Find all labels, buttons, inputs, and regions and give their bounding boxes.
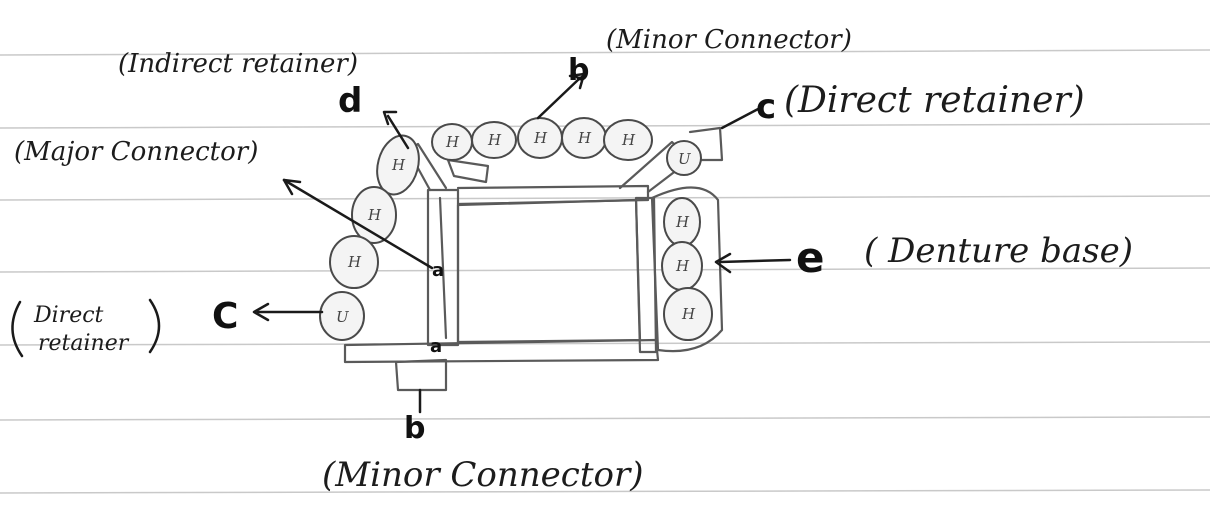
tooth-mark: H	[533, 129, 548, 147]
label-direct-retainer-right: (Direct retainer)	[784, 80, 1085, 121]
letter-d: d	[338, 81, 362, 121]
letter-a-upper: a	[432, 260, 444, 281]
label-direct-retainer-left-line1: Direct	[33, 303, 104, 328]
letter-e: e	[796, 233, 825, 282]
label-minor-connector-bottom: (Minor Connector)	[322, 455, 643, 495]
label-direct-retainer-left: Direct retainer	[12, 300, 159, 356]
tooth-mark: U	[336, 308, 350, 326]
tooth-mark: H	[445, 133, 460, 151]
tooth-mark: H	[675, 257, 690, 275]
label-major-connector: (Major Connector)	[14, 137, 258, 167]
upper-teeth-row: H H H H H	[432, 118, 652, 160]
tooth-mark: H	[391, 156, 406, 174]
tooth-mark: H	[681, 305, 696, 323]
letter-b-top: b	[568, 53, 589, 88]
label-minor-connector-top: (Minor Connector)	[606, 25, 852, 55]
tooth-mark: H	[621, 131, 636, 149]
tooth-mark: H	[487, 131, 502, 149]
label-direct-retainer-left-line2: retainer	[38, 331, 130, 356]
tooth-mark: H	[675, 213, 690, 231]
tooth-mark: H	[577, 129, 592, 147]
tooth-mark: U	[678, 150, 692, 168]
letter-a-lower: a	[430, 336, 442, 357]
letter-c-left: C	[212, 296, 238, 337]
label-denture-base: ( Denture base)	[864, 231, 1133, 271]
tooth-mark: H	[367, 206, 382, 224]
letter-b-bottom: b	[404, 411, 425, 446]
minor-connector-bottom-box	[396, 360, 446, 390]
letter-c-right: c	[756, 87, 776, 127]
label-indirect-retainer: (Indirect retainer)	[118, 49, 358, 79]
tooth-mark: H	[347, 253, 362, 271]
left-teeth-row: H H H U	[320, 131, 425, 340]
